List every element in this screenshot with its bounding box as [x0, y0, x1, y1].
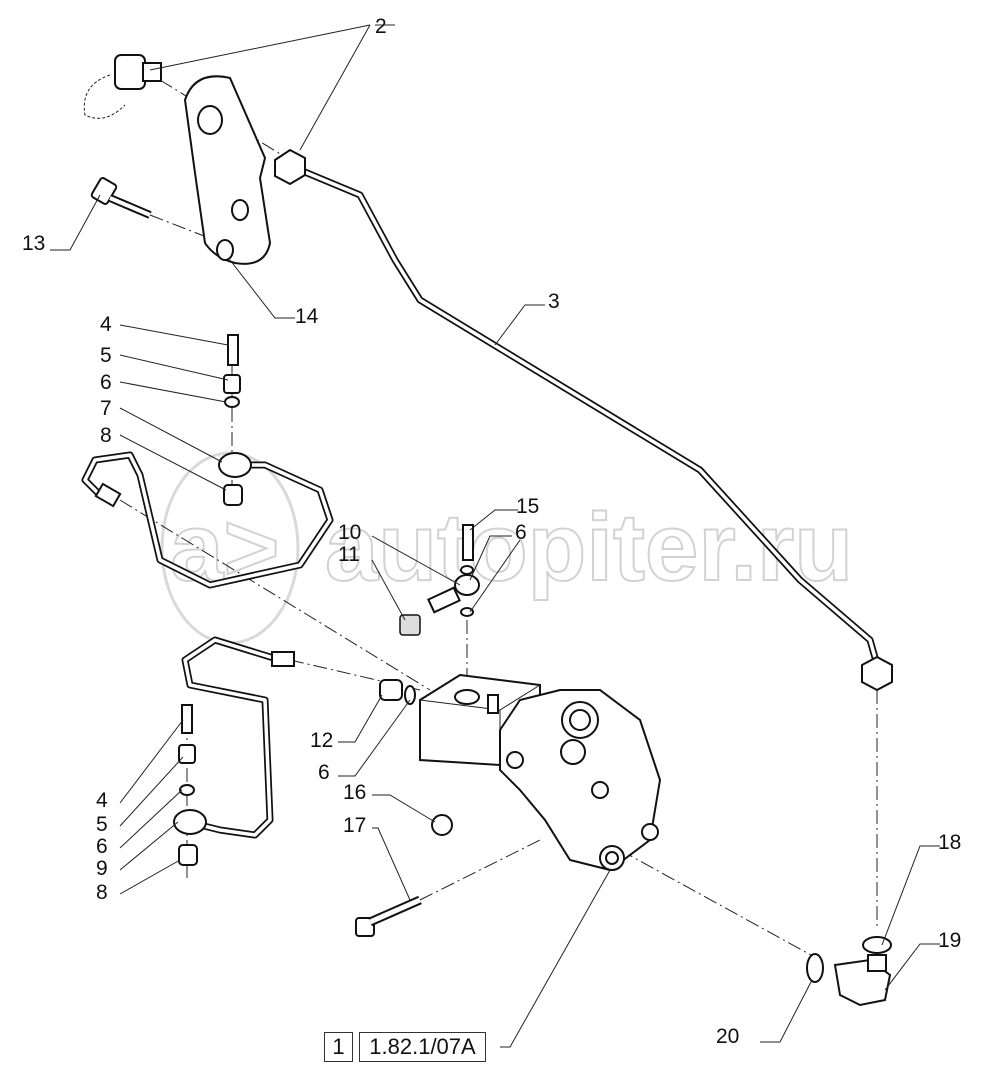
callout-12: 12	[310, 729, 333, 752]
callout-6: 6	[96, 835, 108, 858]
callout-4: 4	[100, 313, 112, 336]
callout-6: 6	[100, 371, 112, 394]
callout-labels: 2 13 14 3 4 5 6 7 8 15 10 6 11 12 6 16 1…	[22, 15, 961, 1048]
callout-18: 18	[938, 831, 961, 854]
upper-banjo-pipe	[81, 334, 334, 589]
callout-14: 14	[295, 305, 319, 328]
callout-6: 6	[515, 521, 527, 544]
bolt-part	[90, 177, 152, 219]
pipe-part	[274, 148, 893, 692]
svg-text:autopiter.ru: autopiter.ru	[325, 494, 853, 601]
reference-code-box[interactable]: 1.82.1/07A	[359, 1032, 486, 1062]
callout-8: 8	[100, 424, 112, 447]
callout-5: 5	[96, 813, 108, 836]
callout-6: 6	[318, 761, 330, 784]
elbow-part	[806, 936, 892, 1007]
valve-block-part	[379, 673, 662, 872]
watermark-logo: a> autopiter.ru	[160, 451, 854, 645]
callout-13: 13	[22, 232, 45, 255]
leader-lines	[50, 24, 940, 1048]
callout-20: 20	[716, 1025, 739, 1048]
bracket-part	[183, 75, 272, 265]
callout-17: 17	[343, 814, 366, 837]
callout-3: 3	[548, 290, 560, 313]
callout-5: 5	[100, 344, 112, 367]
reference-index-box: 1	[324, 1032, 353, 1062]
callout-16: 16	[343, 781, 366, 804]
callout-7: 7	[100, 397, 112, 420]
callout-8: 8	[96, 881, 108, 904]
callout-11: 11	[338, 543, 360, 566]
callout-9: 9	[96, 857, 108, 880]
callout-15: 15	[516, 495, 539, 518]
callout-19: 19	[938, 929, 961, 952]
callout-4: 4	[96, 789, 108, 812]
center-lines	[119, 79, 878, 961]
callout-10: 10	[338, 521, 361, 544]
callout-2: 2	[375, 15, 387, 38]
quick-coupler-part	[83, 54, 162, 119]
fittings-part	[399, 524, 480, 636]
lower-banjo-pipe	[173, 636, 295, 866]
long-bolt-part	[355, 895, 422, 937]
